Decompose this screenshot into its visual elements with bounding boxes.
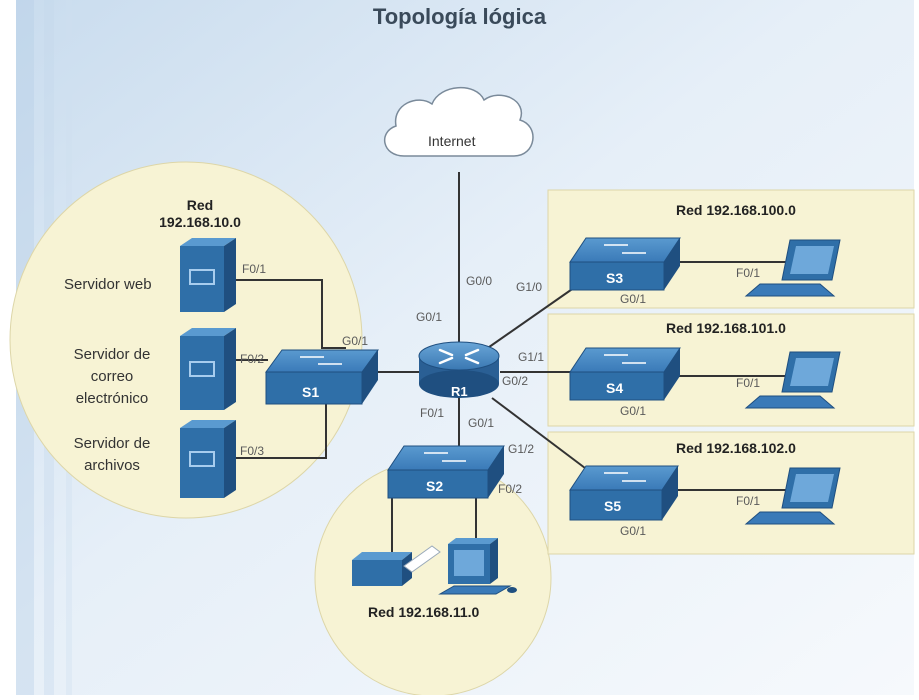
- port-r1-g0-1-lower: G0/1: [468, 416, 495, 430]
- zone-network-192-168-101-0: [547, 313, 915, 427]
- network-11-label: Red 192.168.11.0: [368, 604, 480, 620]
- network-10-label-line1: Red: [186, 197, 214, 213]
- port-s1-f0-1: F0/1: [242, 262, 267, 276]
- switch-s4-name: S4: [606, 380, 624, 396]
- file-server-label-line1: Servidor de: [73, 435, 151, 452]
- switch-s1-name: S1: [302, 384, 320, 400]
- port-s1-f0-2: F0/2: [240, 352, 265, 366]
- link-r1-s5: [491, 397, 586, 469]
- port-s4-g1-1: G1/1: [518, 350, 545, 364]
- port-s3-f0-1: F0/1: [736, 266, 761, 280]
- port-s2-f0-2: F0/2: [498, 482, 523, 496]
- laptop-s3-icon: [744, 239, 841, 297]
- network-100-label: Red 192.168.100.0: [676, 202, 796, 218]
- diagram-title: Topología lógica: [372, 4, 547, 29]
- printer-icon: [352, 545, 441, 586]
- switch-s2-name: S2: [426, 478, 444, 494]
- link-web-server-s1: [230, 279, 346, 349]
- internet-label: Internet: [428, 133, 476, 149]
- port-r1-g0-1-upper: G0/1: [416, 310, 443, 324]
- port-s3-g1-0: G1/0: [516, 280, 543, 294]
- port-s5-f0-1: F0/1: [736, 494, 761, 508]
- mail-server-label-line2: correo: [90, 368, 134, 385]
- mail-server-icon: [180, 328, 236, 410]
- link-file-server-s1: [236, 398, 327, 459]
- port-r1-g0-2: G0/2: [502, 374, 529, 388]
- link-r1-s3: [481, 284, 579, 353]
- port-s4-g0-1: G0/1: [620, 404, 647, 418]
- switch-s3-name: S3: [606, 270, 624, 286]
- web-server-icon: [180, 238, 236, 312]
- switch-s3-icon: [569, 237, 681, 291]
- laptop-s4-icon: [744, 351, 841, 409]
- switch-s5-name: S5: [604, 498, 622, 514]
- mail-server-label-line1: Servidor de: [73, 346, 151, 363]
- port-r1-f0-1: F0/1: [420, 406, 445, 420]
- links: [230, 172, 788, 552]
- network-101-label: Red 192.168.101.0: [666, 320, 786, 336]
- mail-server-label-line3: electrónico: [75, 390, 149, 407]
- desktop-pc-icon: [438, 538, 517, 595]
- port-s5-g1-2: G1/2: [508, 442, 535, 456]
- switch-s4-icon: [569, 347, 681, 401]
- port-s1-f0-3: F0/3: [240, 444, 265, 458]
- port-s1-g0-1: G0/1: [342, 334, 369, 348]
- file-server-label-line2: archivos: [84, 457, 140, 474]
- switch-s2-icon: [387, 445, 505, 499]
- router-r1-icon: [418, 341, 500, 398]
- network-102-label: Red 192.168.102.0: [676, 440, 796, 456]
- port-s4-f0-1: F0/1: [736, 376, 761, 390]
- internet-cloud-icon: [383, 86, 534, 157]
- port-r1-g0-0: G0/0: [466, 274, 493, 288]
- port-s3-g0-1: G0/1: [620, 292, 647, 306]
- network-10-label-line2: 192.168.10.0: [159, 214, 241, 230]
- web-server-label: Servidor web: [64, 276, 152, 293]
- switch-s5-icon: [569, 465, 679, 521]
- router-r1-name: R1: [451, 384, 468, 399]
- switch-s1-icon: [265, 349, 379, 405]
- laptop-s5-icon: [744, 467, 841, 525]
- port-s5-g0-1: G0/1: [620, 524, 647, 538]
- file-server-icon: [180, 420, 236, 498]
